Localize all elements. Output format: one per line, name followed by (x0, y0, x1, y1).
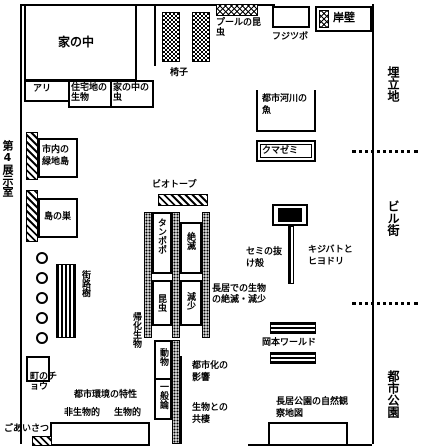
city-park-label: 都市公園 (386, 370, 400, 418)
exhibit-extinct (180, 222, 202, 274)
bottom-wall (248, 444, 372, 446)
ari-label: アリ (33, 84, 52, 94)
landfill-boundary (352, 150, 418, 153)
urban-env-features-label: 都市環境の特性 (74, 390, 138, 400)
center-column-mid (172, 212, 180, 338)
okamoto-top-bar (270, 322, 316, 334)
kumazemi-label: クマゼミ (262, 146, 299, 156)
chair-label: 椅子 (170, 68, 189, 78)
urban-env-box (50, 422, 150, 446)
okamoto-bottom-bar (270, 352, 316, 364)
greeting-pattern (32, 436, 52, 446)
buildings-boundary (352, 302, 418, 305)
biotope-pattern (158, 194, 208, 206)
green-island-frame (26, 132, 38, 180)
nagai-park-map-label: 長居公園の自然観察地図 (276, 397, 349, 419)
buildings-label: ビル街 (386, 200, 400, 236)
house-insects-label: 家の中の虫 (113, 83, 150, 103)
urban-river-fish-label: 都市河川の魚 (262, 94, 308, 116)
street-tree-5 (36, 332, 48, 344)
chair-left (162, 12, 180, 62)
machi-no-chou-label: 町のチョウ (30, 372, 58, 392)
general-label: 一般論 (158, 382, 168, 409)
biotope-label: ビオトープ (152, 180, 197, 190)
sparrow-molt-post (288, 226, 294, 284)
lower-column (172, 340, 180, 444)
wall-top-left (20, 4, 275, 6)
exhibit-house-insects (110, 80, 154, 108)
house-inside-label: 家の中 (58, 35, 95, 49)
exhibit-tanpopo (152, 212, 172, 274)
ganpeki-label: 岸壁 (333, 11, 355, 24)
extinct-label: 絶滅 (185, 232, 195, 250)
kijibato-label: キジバトとヒヨドリ (308, 245, 353, 267)
tanpopo-label: タンポポ (156, 218, 166, 254)
island-nest-frame (26, 190, 38, 242)
living-label: 生物的 (114, 408, 142, 418)
okamoto-world-label: 岡本ワールド (262, 338, 317, 348)
exhibit-urban-river-fish (256, 90, 316, 132)
ganpeki-pattern (319, 10, 329, 28)
wall-left (20, 4, 22, 444)
exhibit-konchu (152, 280, 172, 326)
sparrow-molt-label: セミの抜け殻 (246, 247, 283, 269)
nagai-extinction-label: 長居での生物の絶滅・減少 (212, 284, 267, 305)
page-title: 第4展示室 (1, 140, 14, 197)
pool-insects-label: プールの昆虫 (216, 18, 262, 38)
city-green-island-label: 市内の緑地島 (42, 145, 70, 167)
landfill-label: 埋立地 (386, 66, 400, 102)
exhibit-machi-no-chou (26, 356, 50, 382)
greeting-label: ごあいさつ (4, 424, 50, 434)
exhibit-nagai-park-map (268, 422, 348, 446)
street-tree-2 (36, 272, 48, 284)
street-tree-1 (36, 252, 48, 264)
exhibit-fujitsubo-box (272, 6, 310, 28)
street-trees-label: 街路樹 (80, 270, 90, 297)
wall-right (372, 4, 374, 444)
exhibit-general (154, 378, 172, 420)
konchu-label: 昆虫 (156, 294, 166, 312)
kumazemi-inner (260, 144, 312, 158)
exhibit-decrease (180, 280, 202, 326)
fujitsubo-label: フジツボ (272, 32, 309, 42)
coexistence-label: 生物との共棲 (192, 403, 228, 425)
exhibit-island-nest (38, 198, 78, 238)
chair-right (192, 12, 210, 62)
acclimatized-label: 帰化生物 (131, 312, 141, 348)
lower-divider-1 (180, 356, 182, 444)
animals-label: 動物 (158, 348, 168, 366)
chair-stand-left (154, 6, 156, 66)
island-nest-label: 島の巣 (44, 212, 72, 222)
non-living-label: 非生物的 (64, 408, 101, 418)
exhibit-city-green-island (38, 138, 78, 178)
decrease-label: 減少 (185, 292, 195, 310)
urbanization-effects-label: 都市化の影響 (192, 361, 229, 383)
sparrow-molt-bar (278, 208, 302, 222)
street-trees-exhibit (56, 264, 76, 338)
center-column-left (144, 212, 152, 338)
residential-life-label: 住宅地の生物 (71, 83, 108, 103)
exhibit-pool-insects (216, 4, 258, 16)
street-tree-4 (36, 312, 48, 324)
center-column-right (202, 212, 210, 338)
street-tree-3 (36, 292, 48, 304)
